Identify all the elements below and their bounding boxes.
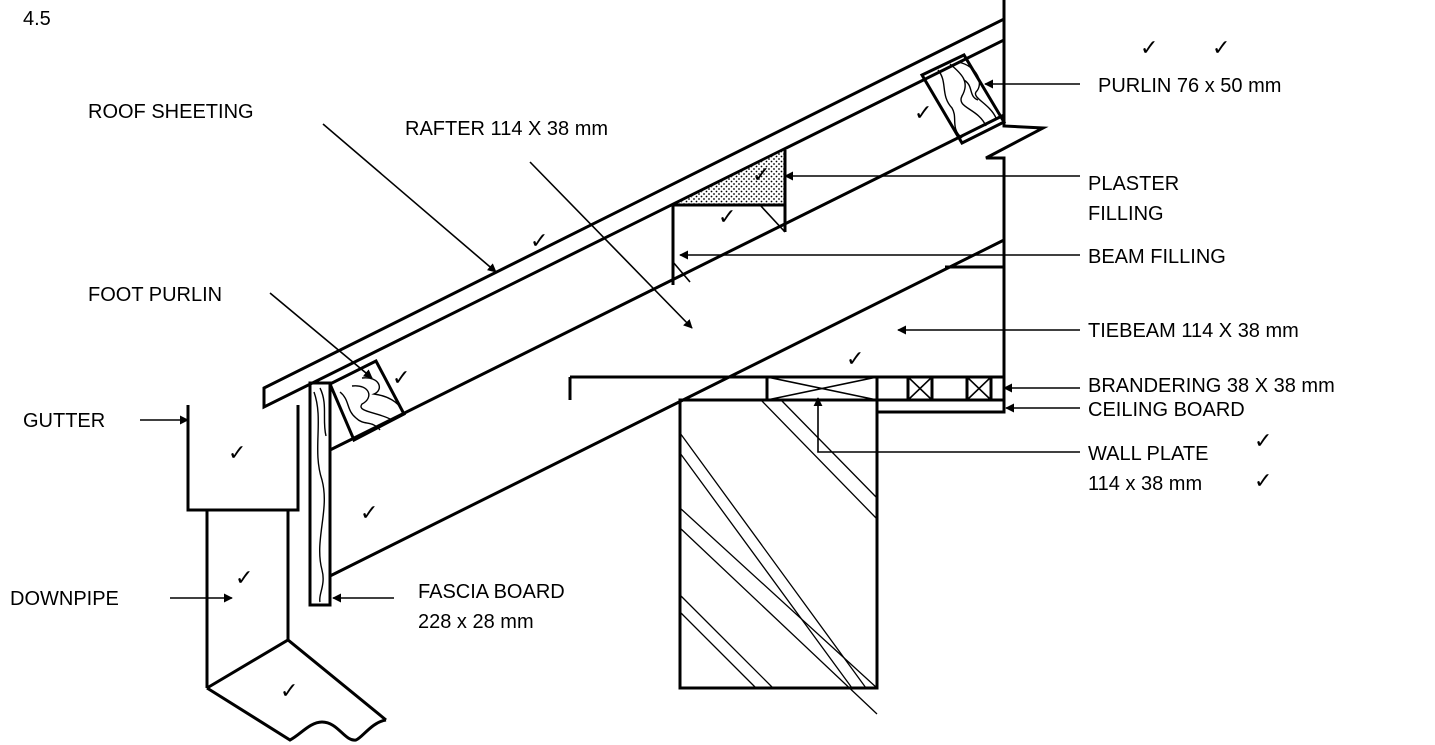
wall-plate-leader	[813, 397, 1080, 453]
label-tiebeam: TIEBEAM 114 X 38 mm	[1088, 320, 1299, 342]
beam-filling	[671, 204, 786, 285]
label-beam-filling: BEAM FILLING	[1088, 246, 1226, 268]
downpipe	[205, 510, 387, 742]
tick-mark: ✓	[228, 441, 246, 466]
roof-sheeting	[262, 16, 1006, 410]
label-brandering: BRANDERING 38 X 38 mm	[1088, 375, 1335, 397]
ceiling-board	[877, 398, 1006, 414]
label-fascia-board-line1: FASCIA BOARD	[418, 581, 565, 603]
gutter	[186, 405, 300, 512]
leader-lines	[140, 79, 1080, 603]
tick-mark: ✓	[1254, 469, 1272, 494]
brandering	[906, 375, 993, 402]
label-ceiling-board: CEILING BOARD	[1088, 399, 1245, 421]
tiebeam	[568, 265, 1004, 400]
tick-marks: ✓ ✓ ✓ ✓ ✓ ✓ ✓ ✓ ✓ ✓ ✓ ✓ ✓ ✓	[228, 36, 1272, 704]
label-rafter: RAFTER 114 X 38 mm	[405, 118, 608, 140]
plaster-filling	[673, 150, 787, 232]
top-purlin	[919, 53, 1007, 145]
label-purlin: PURLIN 76 x 50 mm	[1098, 75, 1281, 97]
label-wall-plate-line1: WALL PLATE	[1088, 443, 1208, 465]
label-fascia-board-line2: 228 x 28 mm	[418, 611, 534, 633]
rafter-leader	[529, 161, 693, 329]
fascia-board	[308, 381, 332, 607]
tick-mark: ✓	[1212, 36, 1230, 61]
tick-mark: ✓	[1254, 429, 1272, 454]
label-roof-sheeting: ROOF SHEETING	[88, 101, 254, 123]
tick-mark: ✓	[280, 679, 298, 704]
tick-mark: ✓	[752, 163, 770, 188]
roof-sheeting-leader	[322, 123, 497, 273]
label-plaster-filling-line1: PLASTER	[1088, 173, 1179, 195]
label-foot-purlin: FOOT PURLIN	[88, 284, 222, 306]
label-gutter: GUTTER	[23, 410, 105, 432]
tick-mark: ✓	[1140, 36, 1158, 61]
label-plaster-filling-line2: FILLING	[1088, 203, 1164, 225]
tick-mark: ✓	[718, 205, 736, 230]
tick-mark: ✓	[235, 566, 253, 591]
tick-mark: ✓	[914, 101, 932, 126]
tick-mark: ✓	[846, 347, 864, 372]
label-wall-plate-line2: 114 x 38 mm	[1088, 473, 1202, 495]
rafter	[328, 0, 1049, 578]
tick-mark: ✓	[360, 501, 378, 526]
tick-mark: ✓	[530, 229, 548, 254]
wall-plate	[765, 375, 879, 402]
label-downpipe: DOWNPIPE	[10, 588, 119, 610]
brick-wall	[678, 398, 879, 715]
question-number: 4.5	[23, 8, 51, 30]
tick-mark: ✓	[392, 366, 410, 391]
foot-purlin-leader	[269, 292, 373, 379]
